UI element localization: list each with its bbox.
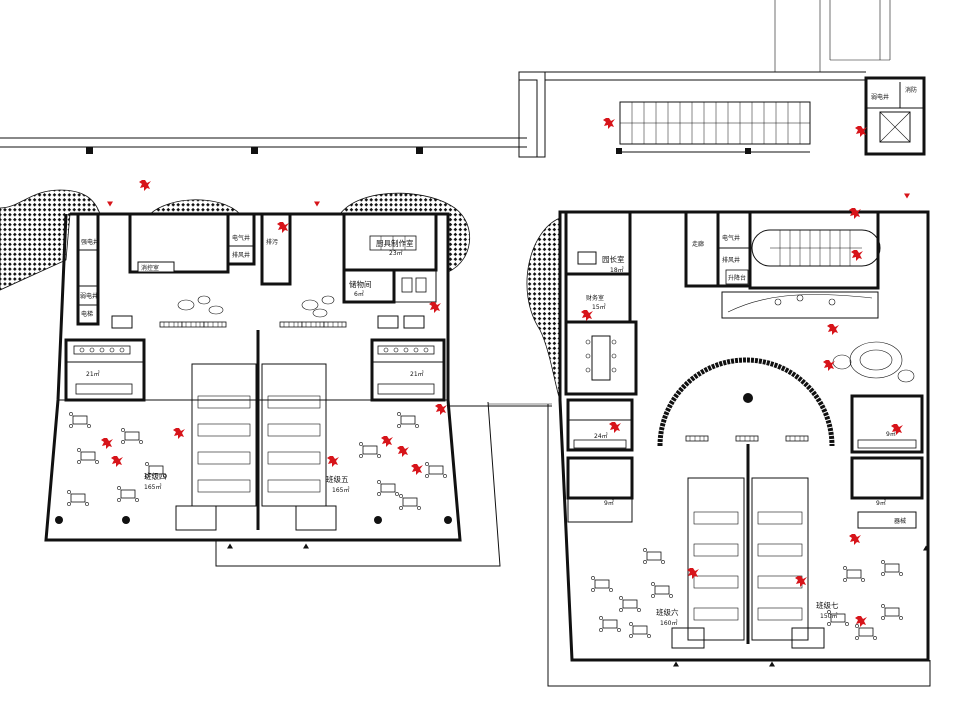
label-elevator-left: 电梯 xyxy=(81,310,93,318)
label-storage-right: 器械 xyxy=(894,517,906,525)
top-walkway: 弱电井 消防 xyxy=(0,0,926,158)
principal-name: 园长室 xyxy=(602,254,625,264)
finance-area: 15㎡ xyxy=(592,303,606,311)
chef-tables xyxy=(369,235,417,251)
label-strong-elec-mid: 电气井 xyxy=(232,234,250,242)
label-mid-corridor: 走廊 xyxy=(692,240,704,248)
label-fan-mid: 排风井 xyxy=(232,251,250,259)
label-strong-elec-left: 强电井 xyxy=(81,238,99,246)
wc-right4-area: 9㎡ xyxy=(876,499,886,507)
right-building: 园长室 18㎡ 财务室 15㎡ 走廊 电气井 排风井 升降台 xyxy=(526,193,931,687)
label-control-room: 消控室 xyxy=(141,264,159,272)
left-sleeping-area xyxy=(175,330,337,531)
label-weak-elec-right: 电气井 xyxy=(722,234,740,242)
wc-right2-area: 9㎡ xyxy=(604,499,614,507)
storage-name: 储物间 xyxy=(349,279,372,289)
wc-right3-area: 9㎡ xyxy=(886,430,896,438)
storage-area: 6㎡ xyxy=(354,290,364,298)
label-lift-right: 升降台 xyxy=(728,274,746,282)
wc-mid-area: 21㎡ xyxy=(410,370,424,378)
class5-name: 班级五 xyxy=(326,474,349,484)
class6-area: 160㎡ xyxy=(660,619,677,627)
left-building: 强电井 弱电井 电梯 消控室 电气井 排风井 排污 厨具制作室 23㎡ 储物间 … xyxy=(0,180,552,567)
wc-right1-area: 24㎡ xyxy=(594,432,608,440)
principal-area: 18㎡ xyxy=(610,266,624,274)
label-fire-top: 消防 xyxy=(905,86,917,94)
wc-left-area: 21㎡ xyxy=(86,370,100,378)
label-fan-right: 排风井 xyxy=(722,256,740,264)
chef-room-area: 23㎡ xyxy=(389,249,403,257)
class7-name: 班级七 xyxy=(816,600,839,610)
class4-area: 165㎡ xyxy=(144,483,161,491)
class7-area: 150㎡ xyxy=(820,612,837,620)
label-weak-elec-left: 弱电井 xyxy=(80,292,98,300)
chef-room-name: 厨具制作室 xyxy=(376,238,414,248)
finance-name: 财务室 xyxy=(586,294,604,302)
label-sewage: 排污 xyxy=(266,238,278,246)
class4-name: 班级四 xyxy=(144,471,167,481)
label-weak-elec-top: 弱电井 xyxy=(871,93,889,101)
class6-name: 班级六 xyxy=(656,607,679,617)
class5-area: 165㎡ xyxy=(332,486,349,494)
